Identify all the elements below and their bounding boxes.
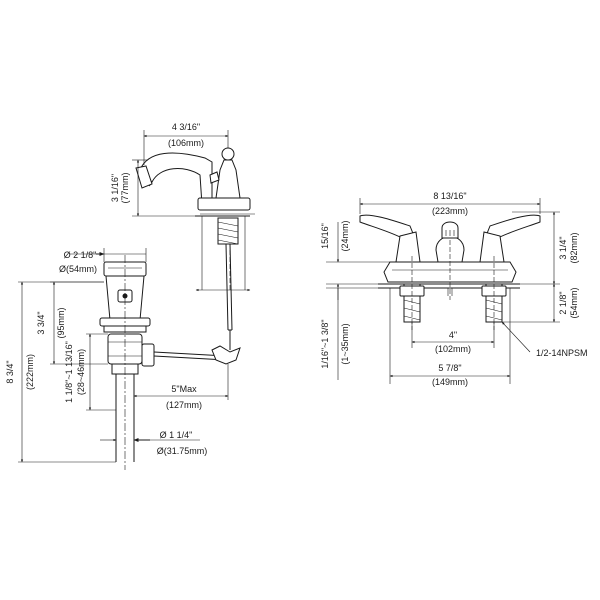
dim-counter-thickness: 1/16"~1 3/8" (1~35mm) xyxy=(320,287,378,380)
dim-lift-rod: 5"Max (127mm) xyxy=(133,364,229,410)
label-center-spacing-mm: (102mm) xyxy=(435,344,471,354)
dim-tail-adjust: 1 1/8"~1 13/16" (28~46mm) xyxy=(64,333,116,411)
label-lift-rod-mm: (127mm) xyxy=(166,400,202,410)
dim-overall-width: 8 13/16" (223mm) xyxy=(359,191,541,216)
label-base-width-mm: (149mm) xyxy=(432,377,468,387)
label-center-spacing: 4" xyxy=(449,330,457,340)
drain-assembly xyxy=(99,255,241,470)
label-handle-height-mm: (82mm) xyxy=(569,232,579,263)
label-spout-reach: 4 3/16" xyxy=(172,122,200,132)
label-drain-body-height: 3 3/4" xyxy=(36,311,46,334)
label-overall-width-mm: (223mm) xyxy=(432,206,468,216)
front-view-faucet xyxy=(359,214,541,330)
label-tail-adjust-mm: (28~46mm) xyxy=(76,349,86,395)
dim-base-width: 5 7/8" (149mm) xyxy=(389,288,511,387)
label-spout-height: 3 1/16" xyxy=(110,174,120,202)
label-spout-height-mm: (77mm) xyxy=(120,172,130,203)
label-shank-length: 2 1/8" xyxy=(558,291,568,314)
dim-tailpiece: Ø 1 1/4" Ø(31.75mm) xyxy=(100,430,207,456)
label-tail-adjust: 1 1/8"~1 13/16" xyxy=(64,341,74,403)
dim-thread-spec: 1/2-14NPSM xyxy=(501,321,588,358)
label-base-width: 5 7/8" xyxy=(438,363,461,373)
dim-spout-height: 3 1/16" (77mm) xyxy=(110,159,196,217)
dim-center-spacing: 4" (102mm) xyxy=(411,322,495,354)
label-overall-width: 8 13/16" xyxy=(433,191,466,201)
label-handle-height: 3 1/4" xyxy=(558,236,568,259)
label-drain-body-height-mm: (95mm) xyxy=(56,307,66,338)
label-base-height-mm: (24mm) xyxy=(340,220,350,251)
side-view-faucet xyxy=(135,147,255,331)
label-lift-rod: 5"Max xyxy=(171,384,197,394)
dim-shank-length: 2 1/8" (54mm) xyxy=(502,283,579,323)
label-tailpiece-mm: Ø(31.75mm) xyxy=(157,446,208,456)
label-base-height: 15/16" xyxy=(320,223,330,249)
label-drain-flange-mm: Ø(54mm) xyxy=(59,264,97,274)
label-total-height-mm: (222mm) xyxy=(25,354,35,390)
dim-drain-body-height: 3 3/4" (95mm) xyxy=(36,281,108,365)
dim-spout-reach: 4 3/16" (106mm) xyxy=(143,122,229,165)
label-drain-flange: Ø 2 1/8" xyxy=(64,250,97,260)
label-counter-thickness: 1/16"~1 3/8" xyxy=(320,319,330,368)
label-counter-thickness-mm: (1~35mm) xyxy=(340,323,350,364)
label-spout-reach-mm: (106mm) xyxy=(168,138,204,148)
label-tailpiece: Ø 1 1/4" xyxy=(160,430,193,440)
dim-drain-flange: Ø 2 1/8" Ø(54mm) xyxy=(59,248,147,274)
label-shank-length-mm: (54mm) xyxy=(569,287,579,318)
label-thread-spec: 1/2-14NPSM xyxy=(536,348,588,358)
label-total-height: 8 3/4" xyxy=(5,360,15,383)
shank-threads xyxy=(217,221,239,245)
